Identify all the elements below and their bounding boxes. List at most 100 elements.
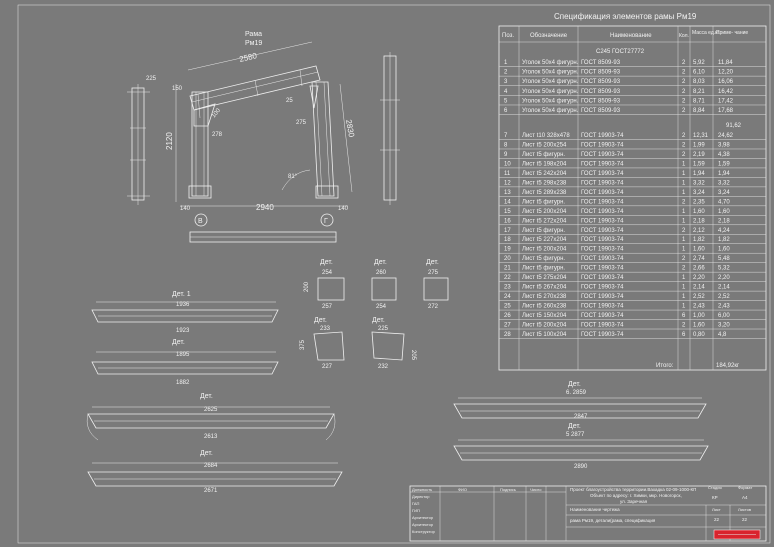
dim-140-right: 140 <box>338 206 349 212</box>
spec-cell: 1,94 <box>718 171 730 177</box>
spec-header-designation: Обозначение <box>530 33 568 39</box>
spec-cell: 1,82 <box>693 237 705 243</box>
det1-top-dim: 1936 <box>176 302 190 308</box>
spec-cell: 18 <box>504 237 511 243</box>
spec-cell: 23 <box>504 285 511 291</box>
spec-cell: Лист t5 242х204 <box>522 171 567 177</box>
dim-140-left: 140 <box>180 206 191 212</box>
spec-cell: 2,43 <box>718 304 730 310</box>
spec-cell: 1,60 <box>693 323 705 329</box>
spec-cell: 24,62 <box>718 133 734 139</box>
spec-cell: 1,94 <box>693 171 705 177</box>
det6-bottom-dim: 2890 <box>574 464 588 470</box>
small-dim-12: 375 <box>300 339 306 350</box>
stamp-role-5: Архитектор <box>412 522 434 527</box>
spec-cell: Лист t5 200х204 <box>522 209 567 215</box>
spec-cell: Уголок 50х4 фигурн. <box>522 79 579 85</box>
spec-cell: 1,60 <box>718 247 730 253</box>
spec-cell: 2 <box>504 70 508 76</box>
spec-cell: 1 <box>682 237 686 243</box>
spec-cell: 8,21 <box>693 89 705 95</box>
spec-cell: 3,20 <box>718 323 730 329</box>
spec-cell: 1,60 <box>693 209 705 215</box>
spec-cell: ГОСТ 19903-74 <box>581 142 624 148</box>
spec-cell: 2 <box>682 98 686 104</box>
spec-cell: ГОСТ 8509-93 <box>581 108 621 114</box>
spec-cell: Лист t5 272х204 <box>522 218 567 224</box>
spec-cell: 1,59 <box>718 161 730 167</box>
det5-shape <box>453 403 707 419</box>
small-dim-6: 275 <box>428 270 439 276</box>
small-details: Дет. Дет. Дет. Дет. Дет. 254 257 200 260… <box>300 259 449 370</box>
spec-cell: 1,82 <box>718 237 730 243</box>
spec-cell: 2,12 <box>693 228 705 234</box>
det5-top-dim: 6. 2859 <box>566 390 587 396</box>
spec-cell: ГОСТ 19903-74 <box>581 275 624 281</box>
spec-cell: 6 <box>682 313 686 319</box>
det5-bottom-dim: 2847 <box>574 414 588 420</box>
spec-cell: Лист t5 227х204 <box>522 237 567 243</box>
spec-cell: 1,60 <box>693 247 705 253</box>
spec-cell: ГОСТ 19903-74 <box>581 161 624 167</box>
spec-cell: 1 <box>682 285 686 291</box>
spec-cell: Лист t5 270х238 <box>522 294 567 300</box>
spec-material: С245 ГОСТ27772 <box>596 49 645 55</box>
det6-title: Дет. <box>568 423 581 430</box>
small-dim-13: 205 <box>410 350 416 361</box>
det2-title: Дет. <box>172 339 185 346</box>
spec-cell: 2,52 <box>718 294 730 300</box>
spec-cell: Лист t5 фигурн. <box>522 152 565 158</box>
spec-table-frame <box>498 25 767 371</box>
frame-subtitle: Рм19 <box>245 40 262 47</box>
spec-cell: 2 <box>682 199 686 205</box>
title-block-frame <box>409 485 767 542</box>
spec-header-mass: Масса ед.кг. <box>692 30 720 36</box>
spec-cell: 2 <box>682 133 686 139</box>
spec-cell: 3,32 <box>693 180 705 186</box>
dim-275: 275 <box>296 120 307 126</box>
dim-278: 278 <box>212 132 223 138</box>
stamp-role-4: Архитектор <box>412 515 434 520</box>
spec-cell: 20 <box>504 256 511 262</box>
spec-cell: 22 <box>504 275 511 281</box>
spec-cell: 1 <box>682 275 686 281</box>
spec-cell: ГОСТ 19903-74 <box>581 294 624 300</box>
spec-cell: 26 <box>504 313 511 319</box>
spec-cell: 6 <box>682 332 686 338</box>
stamp-col-fio: ФИО <box>458 487 467 492</box>
spec-cell: ГОСТ 19903-74 <box>581 247 624 253</box>
spec-cell: Лист t5 200х254 <box>522 142 567 148</box>
spec-cell: ГОСТ 19903-74 <box>581 237 624 243</box>
spec-cell: Лист t5 198х204 <box>522 161 567 167</box>
spec-cell: ГОСТ 19903-74 <box>581 228 624 234</box>
det4-title: Дет. <box>200 450 213 457</box>
spec-cell: 2,20 <box>693 275 705 281</box>
spec-cell: 2 <box>682 228 686 234</box>
spec-cell: 5,32 <box>718 266 730 272</box>
spec-cell: ГОСТ 19903-74 <box>581 180 624 186</box>
spec-header-note: Приме- чание <box>716 30 748 36</box>
spec-cell: 24 <box>504 294 511 300</box>
spec-cell: 2,18 <box>693 218 705 224</box>
spec-header-pos: Поз. <box>502 33 514 39</box>
spec-cell: ГОСТ 8509-93 <box>581 89 621 95</box>
spec-cell: 11,84 <box>718 60 733 66</box>
small-dim-5: 254 <box>376 304 387 310</box>
det4-bottom-dim: 2671 <box>204 488 218 494</box>
spec-cell: ГОСТ 19903-74 <box>581 313 624 319</box>
spec-cell: 21 <box>504 266 511 272</box>
spec-cell: 1 <box>682 247 686 253</box>
stamp-drawing-label: Наименование чертежа <box>570 507 620 512</box>
small-dim-1: 254 <box>322 270 333 276</box>
spec-cell: Лист t5 260х238 <box>522 304 567 310</box>
stamp-format-value: А4 <box>742 495 748 500</box>
spec-cell: 6,00 <box>718 313 730 319</box>
small-dim-3: 200 <box>304 281 310 292</box>
spec-cell: 3,24 <box>693 190 705 196</box>
spec-cell: 2 <box>682 142 686 148</box>
spec-cell: ГОСТ 19903-74 <box>581 323 624 329</box>
spec-cell: 2,74 <box>693 256 705 262</box>
stamp-drawing-name: рама Рм19, детали(рама, спецификация <box>570 518 656 523</box>
spec-cell: 2 <box>682 323 686 329</box>
